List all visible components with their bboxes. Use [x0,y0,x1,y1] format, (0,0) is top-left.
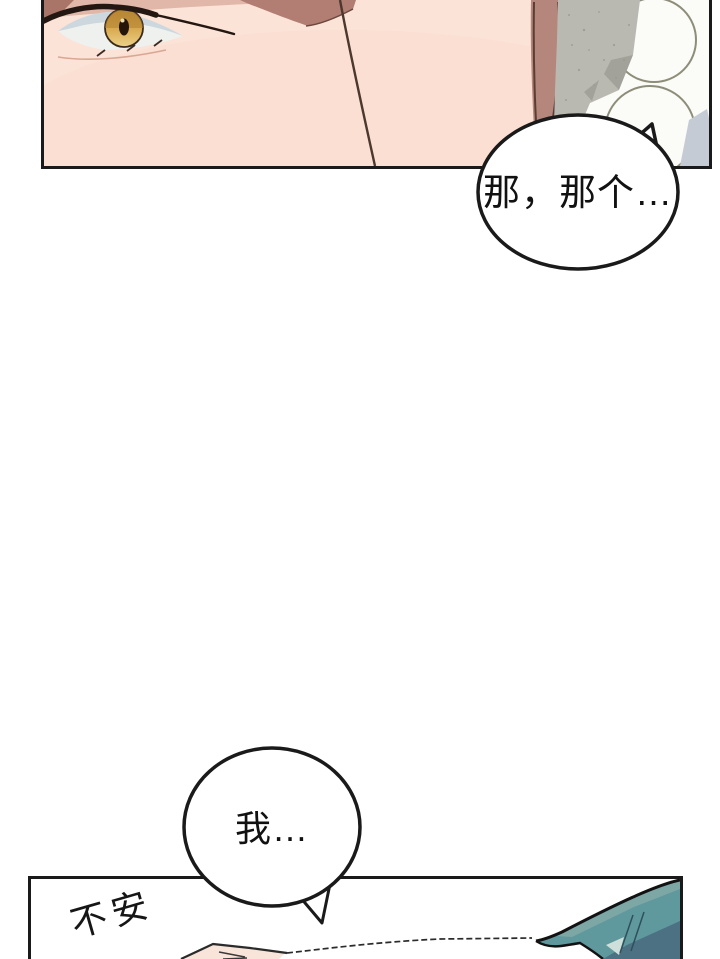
bottom-panel-artwork [180,879,680,959]
pupil-highlight [120,18,125,23]
pillow-outline-sketchy [286,937,533,954]
speech-bubble-1 [476,113,680,271]
eye-illustration [44,3,236,60]
upper-lash-thick [44,3,159,24]
corner-shadow [680,109,709,166]
garment-highlight [606,937,624,955]
bubble-1-body [476,113,680,271]
speech-bubble-2 [182,746,362,925]
pillow-outline-solid [180,942,288,959]
under-eye-crease [57,49,167,60]
pupil [119,18,129,36]
garment-outline [535,879,680,943]
teal-garment [535,879,680,959]
hand-shape [183,944,285,959]
sclera-shadow [58,11,183,36]
lower-lash-ticks [96,39,163,57]
bubble-1-text: 那，那个… [483,172,673,213]
garment-outline-lower [535,939,604,959]
pillow-hand-sketch [180,937,533,959]
bubble-2-body [182,746,362,908]
upper-lash-thin [154,13,236,36]
bubble-2-text: 我… [234,808,309,849]
face-contour-line [338,0,377,166]
panel-bottom: 不安 [28,876,683,959]
garment-fold-lines [619,911,645,954]
